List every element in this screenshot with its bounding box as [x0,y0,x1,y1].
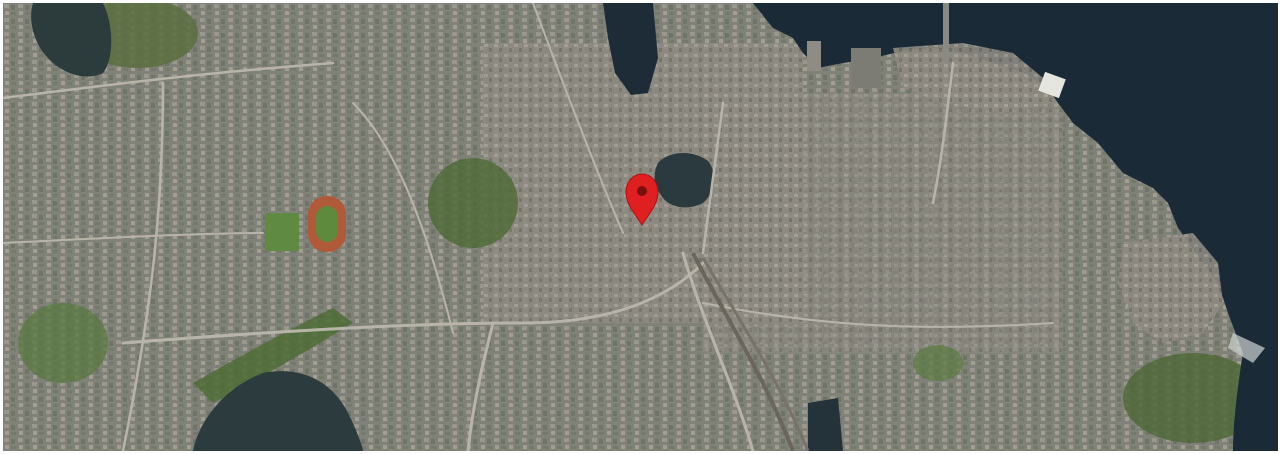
white-building [1038,71,1066,99]
location-pin-icon[interactable] [625,173,659,226]
marina [1228,333,1265,363]
road-network [3,3,1054,451]
pier [851,48,881,88]
aerial-map[interactable] [3,3,1278,451]
sea [753,3,1278,451]
track-infield [316,206,338,242]
map-canvas [3,3,1278,451]
pier [807,41,821,71]
green-area [428,158,518,248]
green-area [1123,353,1263,443]
peninsula-development [1118,233,1223,343]
sports-field [265,213,299,251]
waterfront-district [893,43,1053,113]
railway [701,257,810,451]
harbour-basin-south [808,398,843,451]
green-area [913,345,963,381]
green-belt [193,308,353,403]
green-area [18,303,108,383]
bridge [943,3,949,63]
harbour-inlet [603,3,658,95]
railway [691,252,795,451]
lake-southwest [193,371,363,451]
lake-northwest [31,3,112,77]
eastern-district [703,93,1063,353]
city-pond [654,152,715,208]
